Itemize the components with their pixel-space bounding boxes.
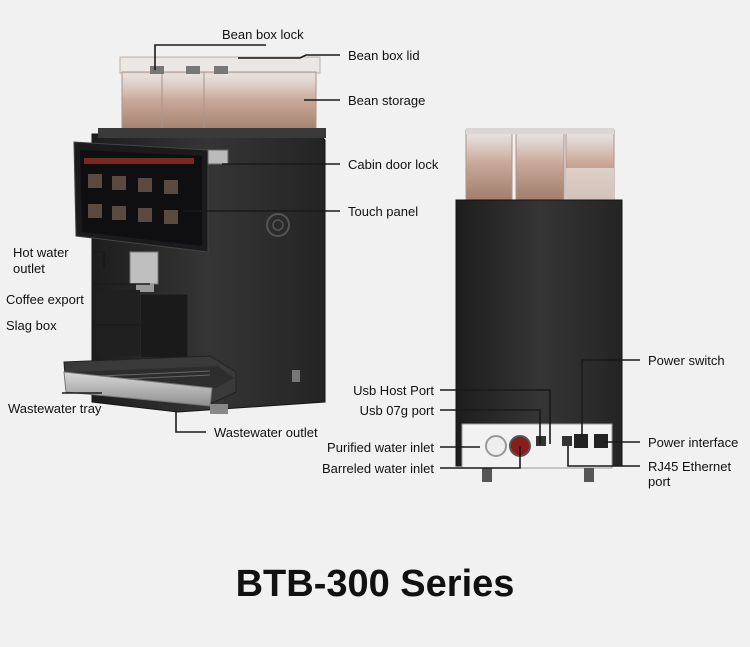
label-bean-box-lid: Bean box lid [348,48,420,63]
label-rj45-line2: port [648,474,671,489]
label-purified-water-inlet: Purified water inlet [327,440,434,455]
label-barreled-water-inlet: Barreled water inlet [322,461,434,476]
bean-hoppers-rear [465,128,615,203]
label-coffee-export: Coffee export [6,292,84,307]
leader-lines-right [440,359,640,469]
label-wastewater-outlet: Wastewater outlet [214,425,318,440]
label-cabin-door-lock: Cabin door lock [348,157,439,172]
label-hot-water-outlet-line2: outlet [13,261,45,276]
bean-hoppers-front [119,56,321,135]
label-bean-box-lock: Bean box lock [222,27,304,42]
label-touch-panel: Touch panel [348,204,418,219]
label-power-switch: Power switch [648,353,725,368]
label-power-interface: Power interface [648,435,738,450]
rear-machine-illustration [455,128,623,482]
label-usb-07g-port: Usb 07g port [360,403,435,418]
front-machine-illustration [63,56,326,414]
label-usb-host-port: Usb Host Port [353,383,434,398]
leader-lines-left [62,44,340,433]
label-wastewater-tray: Wastewater tray [8,401,102,416]
label-slag-box: Slag box [6,318,57,333]
touch-panel-illustration [73,141,209,253]
label-bean-storage: Bean storage [348,93,425,108]
wastewater-tray-illustration [63,355,237,407]
label-rj45-line1: RJ45 Ethernet [648,459,731,474]
label-hot-water-outlet-line1: Hot water [13,245,69,260]
series-title: BTB-300 Series [236,563,515,605]
